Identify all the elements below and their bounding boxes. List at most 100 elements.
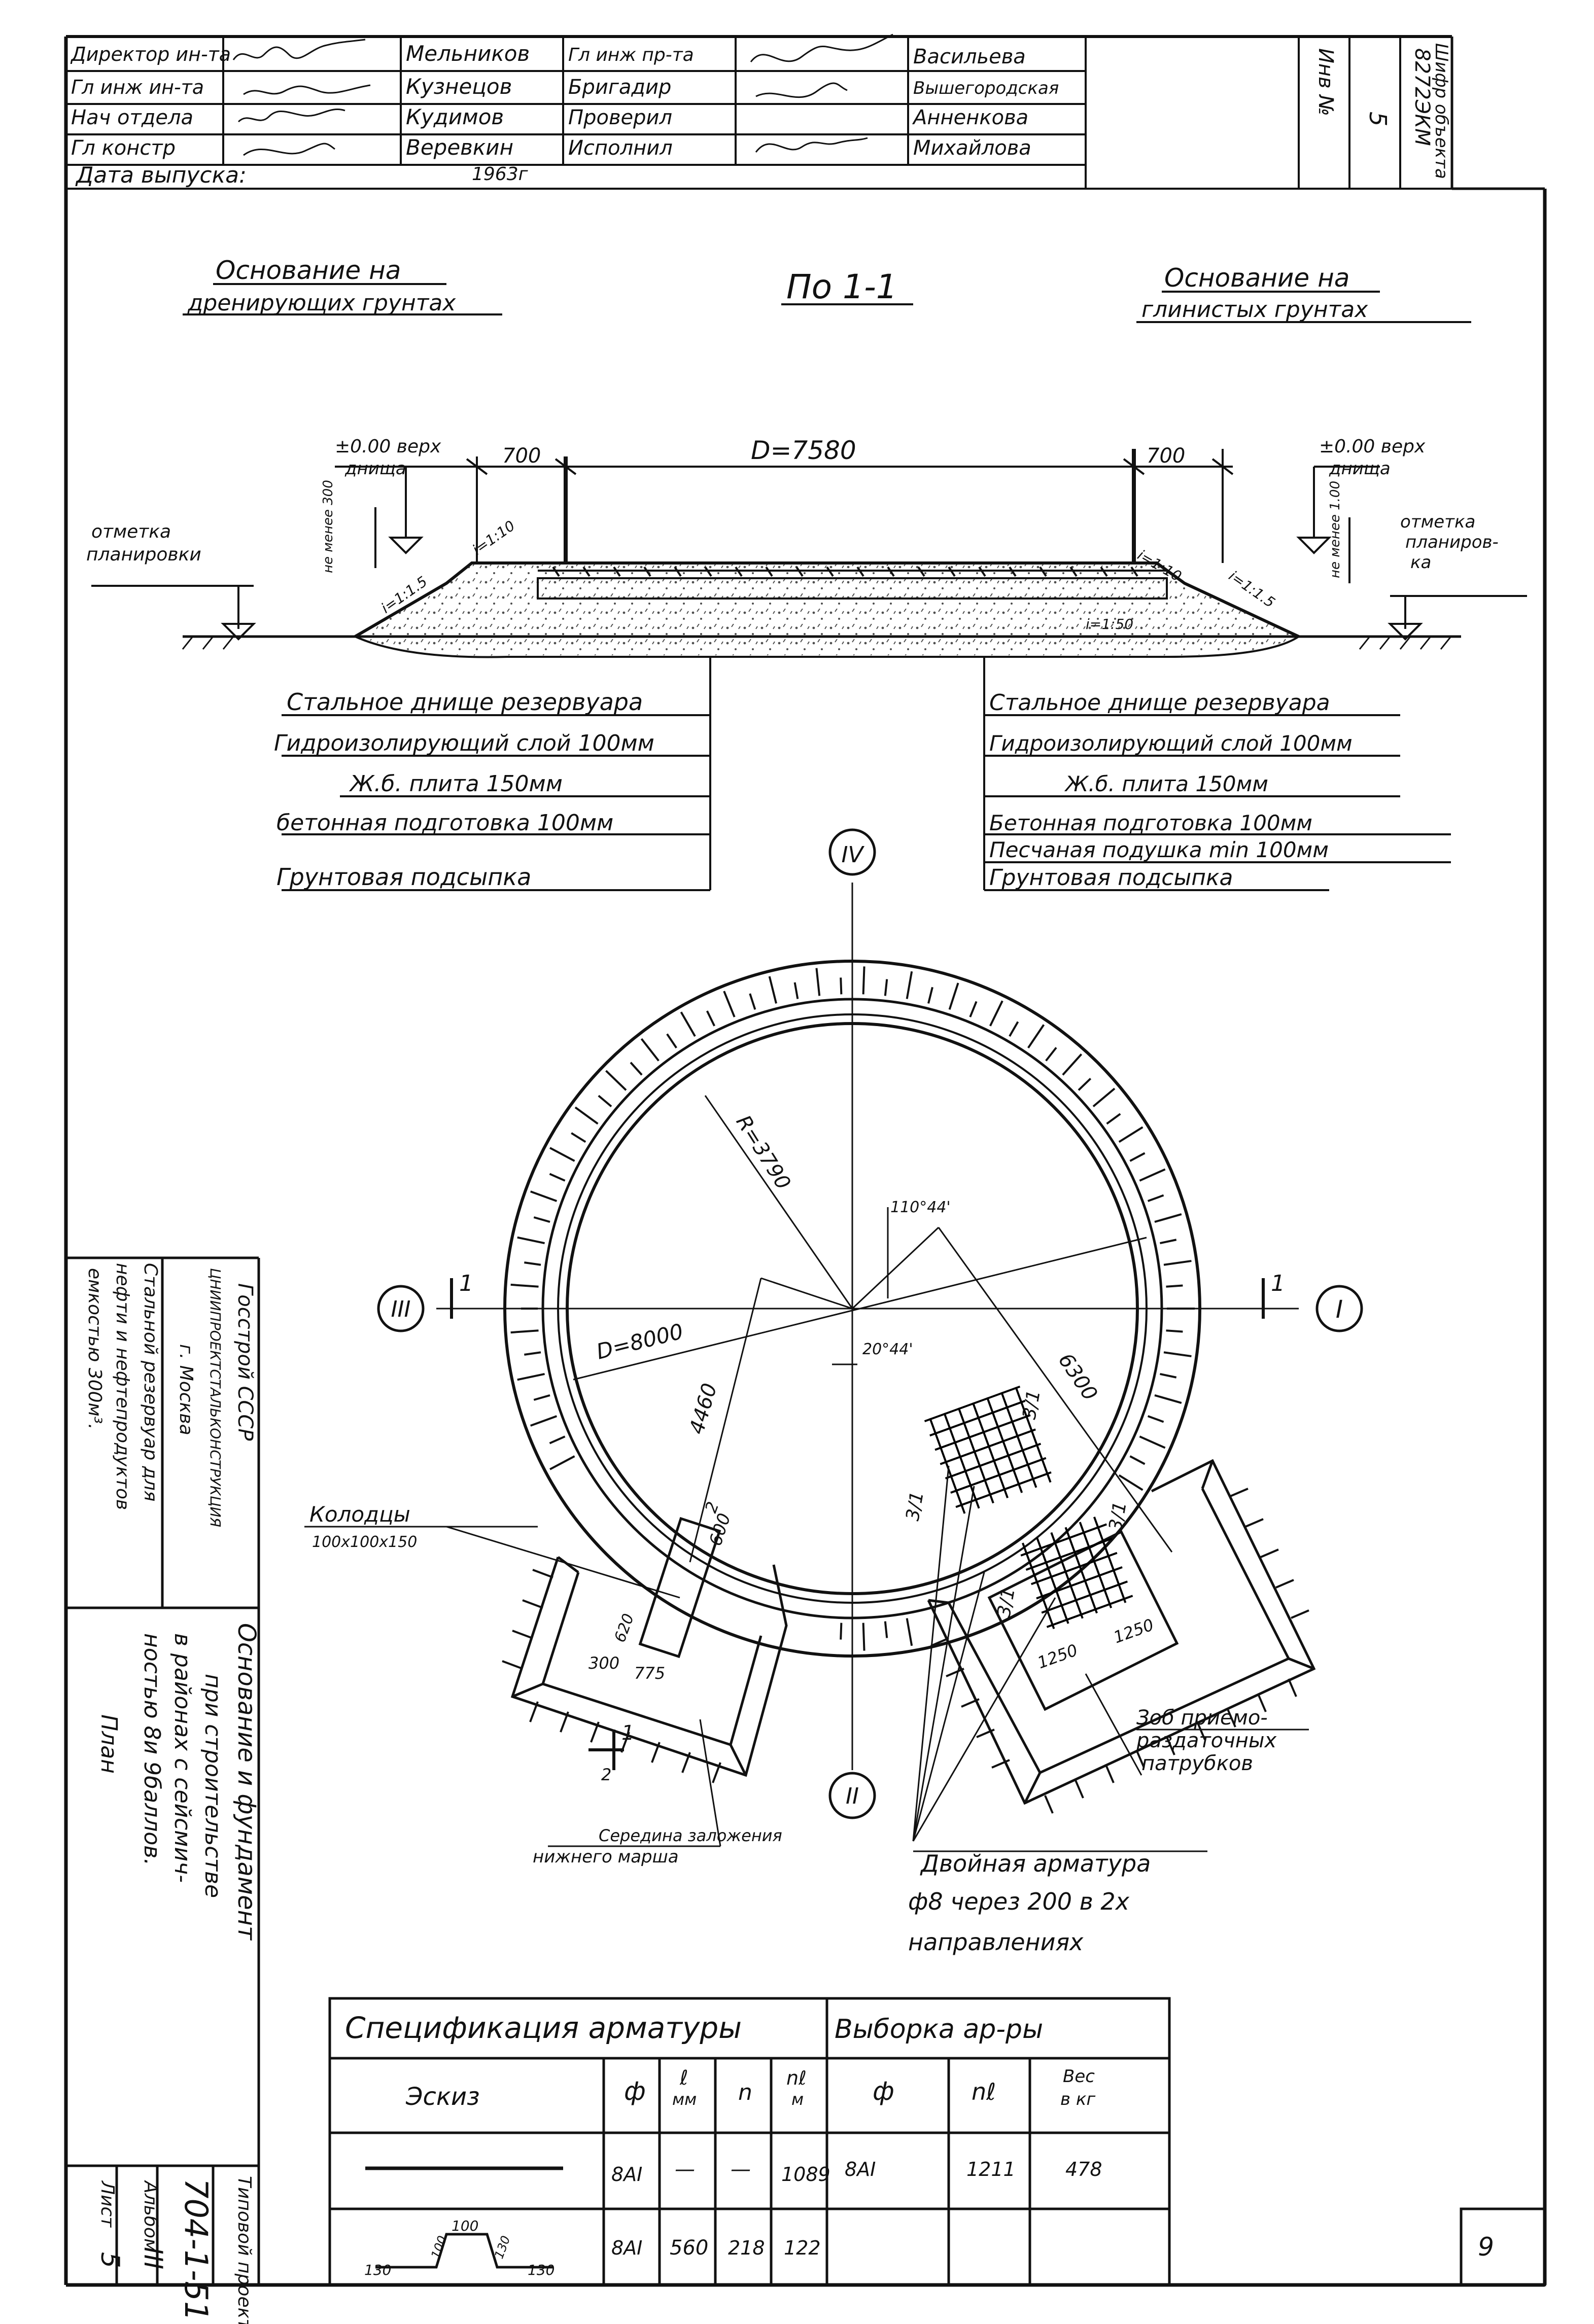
section-cut-marks xyxy=(450,1278,1265,1770)
left-mark-1: ±0.00 верх xyxy=(335,436,441,457)
project-code: 704-1-51 xyxy=(178,2178,215,2321)
signatures xyxy=(232,33,893,156)
sheet-label: Лист xyxy=(97,2180,118,2228)
col-sketch: Эскиз xyxy=(405,2083,480,2111)
right-title-1: Основание на xyxy=(1164,263,1349,293)
col-nl-2: м xyxy=(791,2090,804,2109)
slope-tick xyxy=(793,982,799,999)
slope-tick xyxy=(524,1261,541,1266)
layer-right-4: Бетонная подготовка 100мм xyxy=(989,811,1312,835)
dim-300: 300 xyxy=(588,1653,619,1673)
side-org-2: ЦНИИПРОЕКТСТАЛЬКОНСТРУКЦИЯ xyxy=(207,1268,224,1527)
tb-inv-label: Инв № xyxy=(1314,48,1337,116)
tb-name-4: Веревкин xyxy=(406,135,513,160)
slope-tick xyxy=(549,1173,566,1182)
side-obj-1: Стальной резервуар для xyxy=(140,1263,161,1501)
right-title-2: глинистых грунтах xyxy=(1141,297,1368,323)
cut-mark-right: 1 xyxy=(1271,1271,1285,1296)
tb-role-2: Гл инж ин-та xyxy=(71,76,204,98)
pipes-1: Зоб приемо- xyxy=(1136,1706,1268,1730)
dim-620: 620 xyxy=(611,1611,638,1645)
r2-phi: 8AI xyxy=(611,2237,642,2259)
right-mark-1: ±0.00 верх xyxy=(1319,436,1426,457)
slope-tick xyxy=(1163,1260,1192,1266)
tb-role2-1: Гл инж пр-та xyxy=(568,45,694,65)
wells-1: Колодцы xyxy=(309,1502,410,1527)
axis-label-ii: II xyxy=(846,1783,859,1809)
layer-right-3: Ж.б. плита 150мм xyxy=(1064,771,1268,796)
r1-nl2: 1211 xyxy=(966,2158,1016,2180)
r2-n: 218 xyxy=(728,2237,765,2259)
slope-tick xyxy=(906,1618,913,1646)
tb-name-2: Кузнецов xyxy=(406,74,512,99)
r1-n: — xyxy=(731,2158,751,2181)
slope-tick xyxy=(530,1415,558,1427)
slope-tick xyxy=(598,1095,612,1108)
col-nl2: nℓ xyxy=(972,2078,996,2105)
angle-1: 110°44' xyxy=(890,1199,951,1216)
min-height-left: не менее 300 xyxy=(321,480,336,573)
side-obj-2: нефти и нефтепродуктов xyxy=(112,1263,133,1510)
slope-tick xyxy=(549,1435,566,1445)
slope-tick xyxy=(1009,1021,1019,1037)
layer-left-3: Ж.б. плита 150мм xyxy=(349,771,563,797)
slope-tick xyxy=(533,1394,550,1401)
layer-right-6: Грунтовая подсыпка xyxy=(989,865,1233,891)
plan-radius: R=3790 xyxy=(732,1111,795,1194)
slope-tick xyxy=(862,1623,865,1651)
slope-tick xyxy=(680,1011,696,1037)
project-label: Типовой проект xyxy=(234,2176,255,2324)
rebar-note-2: ф8 через 200 в 2х xyxy=(908,1888,1130,1915)
tb-name2-3: Анненкова xyxy=(912,106,1028,129)
sheet-title-2: при строительстве xyxy=(200,1674,226,1898)
r1-w: 478 xyxy=(1065,2158,1102,2180)
rebar-mark-3: 3/1 xyxy=(993,1586,1019,1618)
layer-leaders xyxy=(282,657,1451,891)
slope-tick xyxy=(530,1190,558,1202)
slope-tick xyxy=(884,1621,888,1638)
slope-tick xyxy=(1062,1053,1083,1076)
left-mark-2: днища xyxy=(344,459,406,479)
section-dimensions xyxy=(91,449,1527,641)
slope-tick xyxy=(1106,1113,1121,1125)
plan-mark-left-1: отметка xyxy=(91,521,171,542)
sketch-dim-2: 100 xyxy=(452,2217,478,2234)
slope-tick xyxy=(1163,1351,1192,1357)
spec-title: Спецификация арматуры xyxy=(345,2011,742,2045)
section-slab xyxy=(537,566,1168,600)
left-title-2: дренирующих грунтах xyxy=(187,290,456,316)
tb-role-4: Гл констр xyxy=(71,136,176,160)
slope-tick xyxy=(510,1283,539,1288)
stair-2: нижнего марша xyxy=(533,1847,679,1867)
cut-mark-left: 1 xyxy=(459,1271,473,1296)
slope-tick xyxy=(927,987,933,1004)
slope-tick xyxy=(723,991,736,1017)
slope-e: i=1:50 xyxy=(1086,616,1133,632)
slope-tick xyxy=(1045,1047,1057,1062)
tb-role2-3: Проверил xyxy=(568,106,672,129)
offset-left: 700 xyxy=(502,444,541,468)
slope-tick xyxy=(1154,1394,1182,1404)
r1-l: — xyxy=(675,2158,695,2181)
dim-1250-a: 1250 xyxy=(1035,1640,1081,1673)
col-l-1: ℓ xyxy=(679,2066,688,2090)
cut-mark-bottom-1: 1 xyxy=(621,1721,634,1745)
spec-title2: Выборка ар-ры xyxy=(835,2014,1043,2045)
sheet-title-4: ностью 8и 9баллов. xyxy=(139,1633,165,1865)
slope-tick xyxy=(571,1132,586,1143)
slope-tick xyxy=(1118,1126,1143,1143)
plan-mark-right-1: отметка xyxy=(1400,512,1475,532)
col-w-1: Вес xyxy=(1063,2066,1095,2087)
dim-4460: 4460 xyxy=(685,1381,721,1437)
tb-release-year: 1963г xyxy=(472,164,529,185)
tb-inv-value: 5 xyxy=(1364,112,1392,126)
sheet-title-1: Основание и фундамент xyxy=(232,1623,261,1941)
layer-right-1: Стальное днище резервуара xyxy=(989,690,1330,716)
col-l-2: мм xyxy=(672,2090,697,2109)
annex-ticks xyxy=(502,1488,1309,1814)
slope-tick xyxy=(630,1062,643,1076)
cut-mark-bottom-2: 2 xyxy=(601,1765,611,1784)
pipes-3: патрубков xyxy=(1141,1752,1253,1775)
tb-role-1: Директор ин-та xyxy=(70,43,231,65)
slope-tick xyxy=(1092,1087,1116,1108)
